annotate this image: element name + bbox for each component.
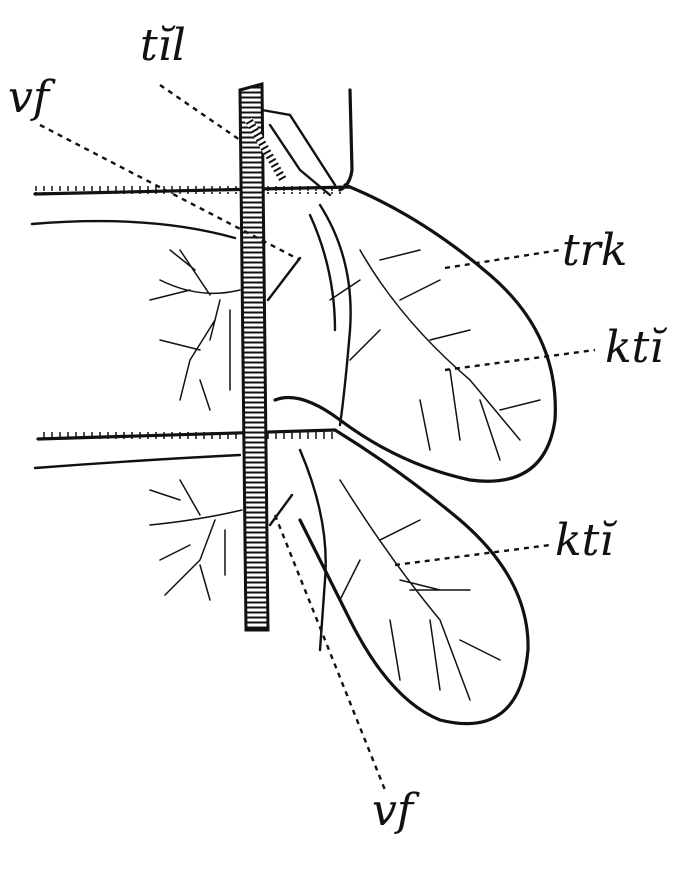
leader-kti-upper xyxy=(444,348,596,372)
lung-sac-lower xyxy=(298,428,530,726)
vessel-stubs xyxy=(266,256,302,527)
body-wall-upper xyxy=(30,185,352,240)
leader-til xyxy=(159,84,241,141)
label-til: tĭl xyxy=(140,20,186,71)
label-vf-top: vf xyxy=(8,72,56,123)
label-trk: trk xyxy=(562,225,627,276)
lung-sac-upper xyxy=(273,183,557,483)
label-kti-lower: ktĭ xyxy=(555,515,617,566)
trachea xyxy=(238,82,354,632)
label-vf-bottom: vf xyxy=(372,785,420,836)
label-kti-upper: ktĭ xyxy=(605,322,667,373)
leader-vf-top xyxy=(39,123,301,262)
vessel-branches-lower xyxy=(149,479,243,601)
leader-kti-lower xyxy=(394,543,551,567)
body-wall-lower xyxy=(33,428,338,470)
vessel-branches-upper xyxy=(149,249,241,411)
